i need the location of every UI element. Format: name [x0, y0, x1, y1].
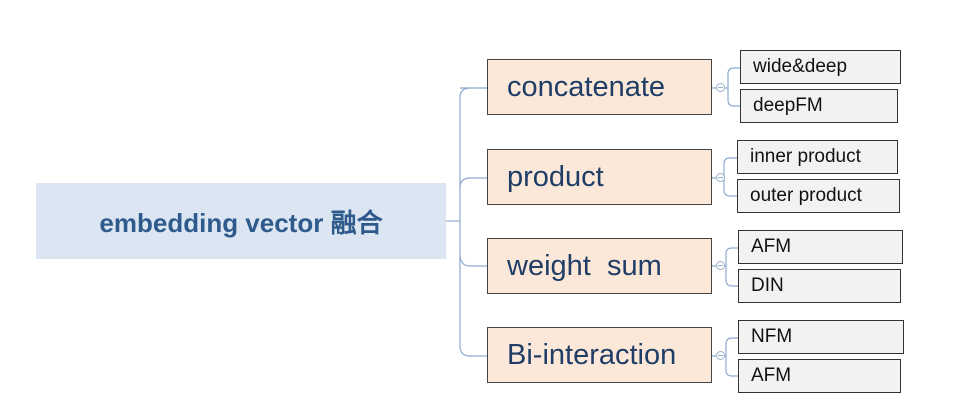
leaf-topic-afm[interactable]: AFM — [738, 230, 903, 264]
leaf-topic-outer-product[interactable]: outer product — [737, 179, 900, 213]
leaf-topic-din[interactable]: DIN — [738, 269, 901, 303]
branch-topic-bi-interaction[interactable]: Bi-interaction — [487, 327, 712, 383]
leaf-topic-afm[interactable]: AFM — [738, 359, 901, 393]
branch-label: concatenate — [507, 70, 666, 103]
leaf-topic-deepfm[interactable]: deepFM — [740, 89, 898, 123]
branch-topic-weight-sum[interactable]: weight sum — [487, 238, 712, 294]
leaf-label: wide&deep — [753, 56, 848, 77]
collapse-icon[interactable] — [716, 83, 725, 92]
branch-topic-product[interactable]: product — [487, 149, 712, 205]
collapse-icon[interactable] — [716, 173, 725, 182]
leaf-label: outer product — [750, 185, 862, 206]
leaf-topic-nfm[interactable]: NFM — [738, 320, 904, 354]
leaf-topic-inner-product[interactable]: inner product — [737, 140, 898, 174]
branch-connector-2 — [459, 253, 487, 267]
collapse-icon[interactable] — [716, 261, 725, 270]
leaf-label: deepFM — [753, 95, 823, 116]
leaf-label: AFM — [751, 365, 792, 386]
leaf-topic-wide-deep[interactable]: wide&deep — [740, 50, 901, 84]
branch-label: weight sum — [507, 249, 662, 282]
collapse-icon[interactable] — [716, 351, 725, 360]
branch-label: Bi-interaction — [507, 338, 677, 371]
branch-label: product — [507, 160, 604, 193]
leaf-label: inner product — [750, 146, 861, 167]
root-topic-label: embedding vector 融合 — [99, 207, 383, 238]
leaf-label: DIN — [751, 275, 784, 296]
branch-connector-1 — [459, 177, 471, 189]
root-topic[interactable]: embedding vector 融合 — [36, 183, 446, 259]
leaf-label: NFM — [751, 326, 793, 347]
branch-topic-concatenate[interactable]: concatenate — [487, 59, 712, 115]
leaf-label: AFM — [751, 236, 792, 257]
trunk-line — [459, 87, 471, 357]
